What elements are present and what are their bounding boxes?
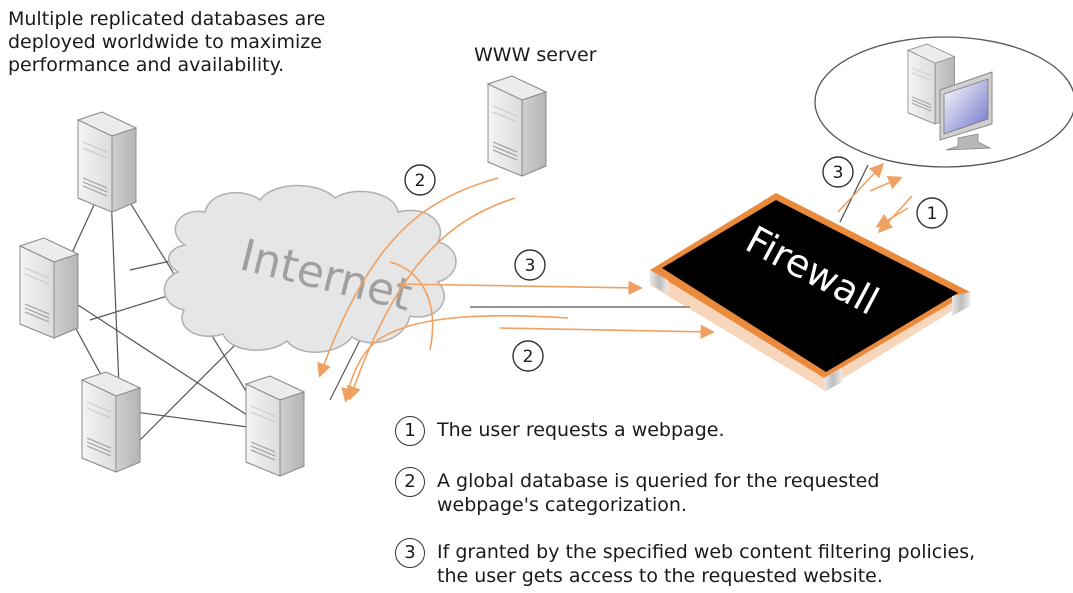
intro-line: performance and availability. — [8, 54, 285, 76]
intro-line: deployed worldwide to maximize — [8, 31, 322, 53]
step-marker-label: 3 — [525, 256, 536, 276]
step-marker-label: 1 — [927, 204, 938, 224]
database-server-3 — [81, 371, 141, 473]
step-marker-3-top: 3 — [822, 156, 854, 188]
legend-item-1: 1 The user requests a webpage. — [395, 416, 725, 446]
legend-text: The user requests a webpage. — [437, 416, 725, 442]
database-server-2 — [19, 237, 79, 339]
step-marker-3-mid: 3 — [514, 249, 546, 281]
legend-text: A global database is queried for the req… — [437, 467, 879, 517]
legend-line: webpage's categorization. — [437, 494, 687, 516]
flow-arrows — [317, 162, 913, 403]
intro-text: Multiple replicated databases are deploy… — [8, 8, 325, 77]
step-marker-label: 2 — [415, 171, 426, 191]
network-links — [470, 164, 869, 308]
legend-number: 2 — [395, 467, 425, 497]
database-server-1 — [77, 111, 137, 213]
step-marker-2-bottom: 2 — [512, 340, 544, 372]
firewall-appliance — [650, 193, 970, 392]
intro-line: Multiple replicated databases are — [8, 8, 326, 30]
internet-cloud-icon — [163, 184, 457, 353]
www-server-label: WWW server — [474, 44, 597, 66]
legend-line: A global database is queried for the req… — [437, 470, 880, 492]
workstation-icon — [907, 43, 993, 151]
legend-line: The user requests a webpage. — [437, 419, 725, 441]
step-marker-2-top: 2 — [404, 164, 436, 196]
legend-item-3: 3 If granted by the specified web conten… — [395, 538, 975, 588]
legend-text: If granted by the specified web content … — [437, 538, 975, 588]
step-marker-label: 3 — [833, 163, 844, 183]
legend-line: the user gets access to the requested we… — [437, 565, 883, 587]
step-marker-1-top: 1 — [916, 197, 948, 229]
legend-number: 3 — [395, 538, 425, 568]
legend-item-2: 2 A global database is queried for the r… — [395, 467, 879, 517]
step-marker-label: 2 — [523, 347, 534, 367]
legend-number: 1 — [395, 416, 425, 446]
database-server-4 — [245, 375, 305, 477]
www-server-icon — [487, 75, 547, 177]
legend-line: If granted by the specified web content … — [437, 541, 976, 563]
